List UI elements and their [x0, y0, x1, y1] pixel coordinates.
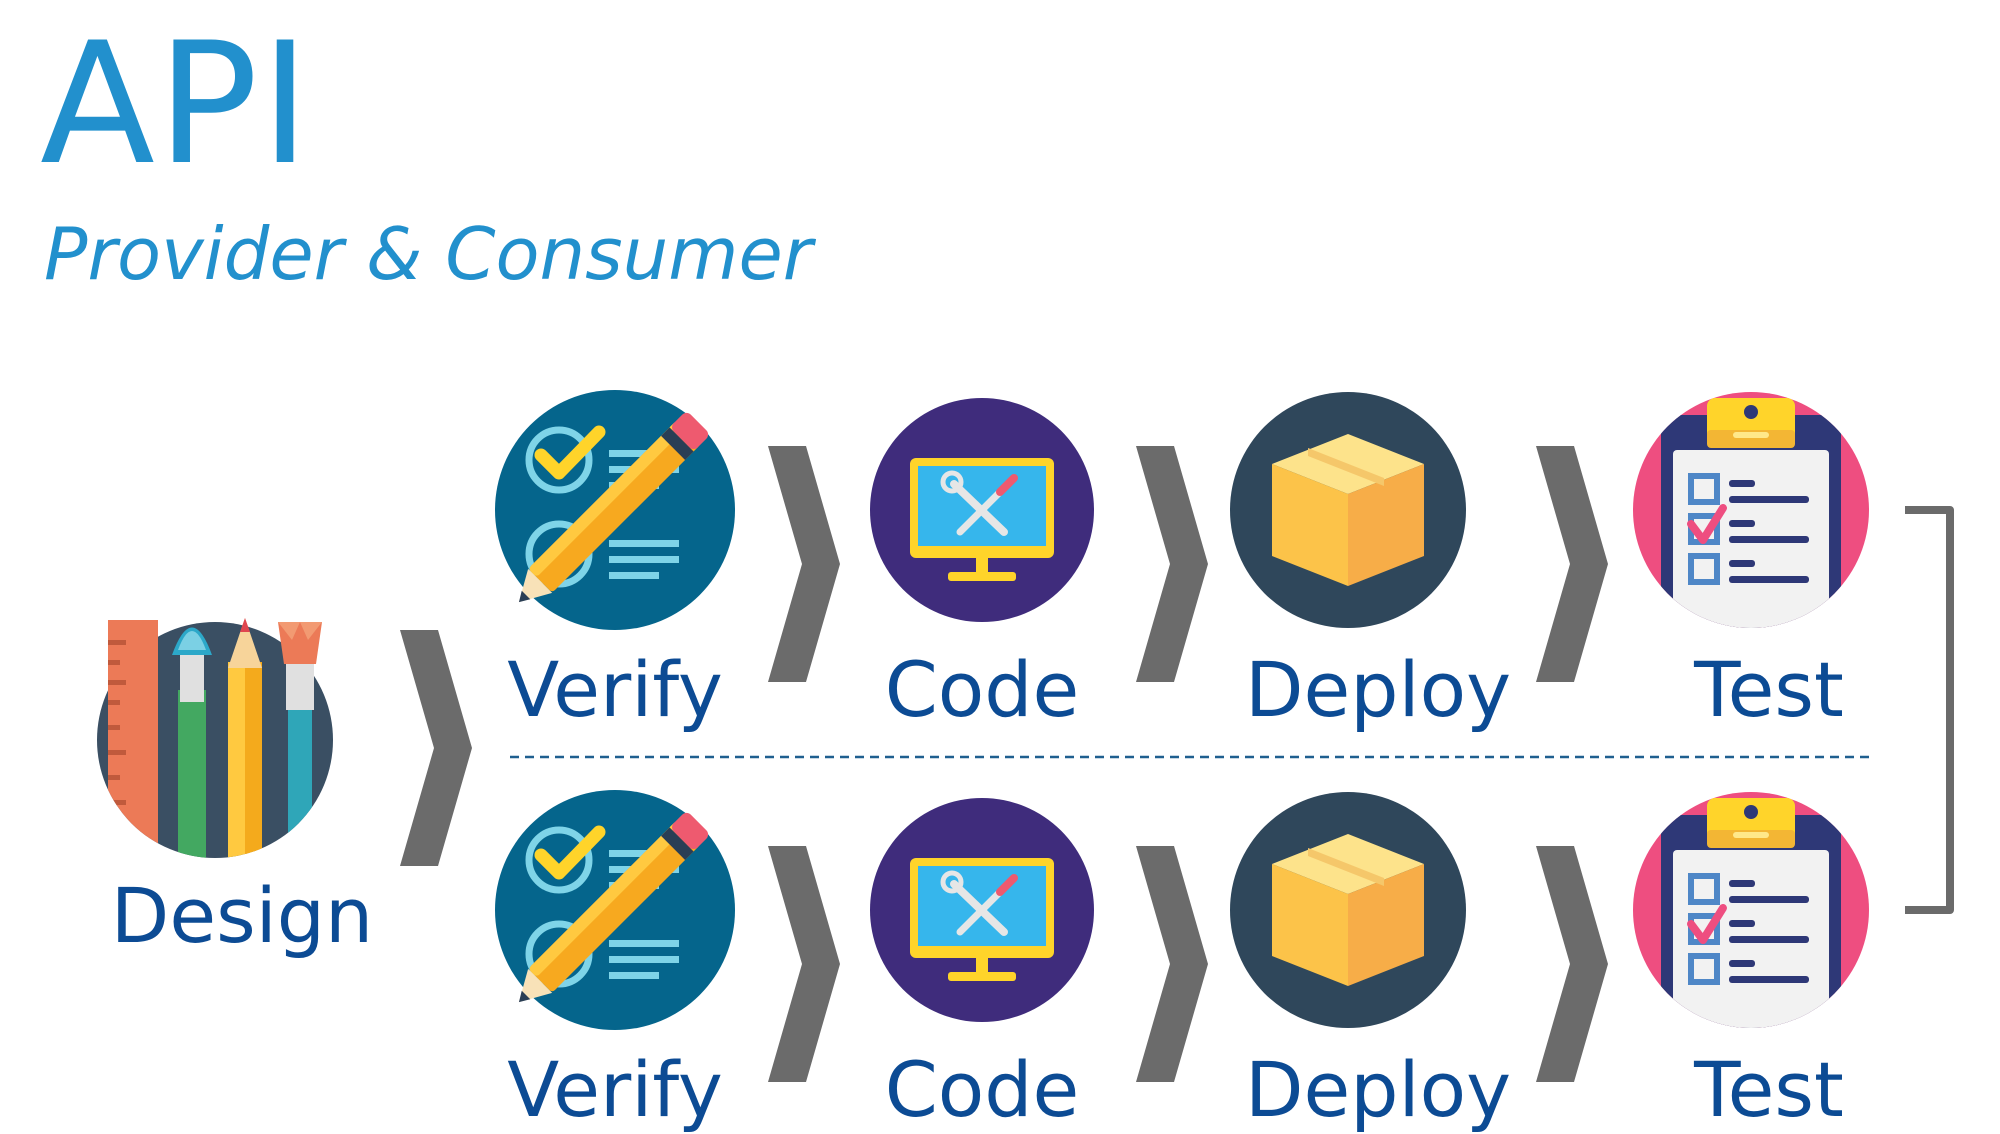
- arrow-chevron-icon: [1136, 446, 1208, 682]
- verify-checklist-icon: [495, 390, 735, 630]
- test-clipboard-icon: [1633, 792, 1869, 1055]
- step-label-test: Test: [1694, 645, 1844, 734]
- arrow-chevron-icon: [1136, 846, 1208, 1082]
- verify-checklist-icon: [495, 790, 735, 1030]
- deploy-box-icon: [1230, 392, 1466, 628]
- arrow-chevron-icon: [1536, 446, 1608, 682]
- step-label-verify: Verify: [507, 1045, 723, 1134]
- arrow-chevron-icon: [768, 846, 840, 1082]
- test-bracket: [1905, 506, 1954, 914]
- arrow-chevron-icon: [1536, 846, 1608, 1082]
- page-subtitle: Provider & Consumer: [44, 212, 813, 296]
- design-icon: [97, 618, 333, 858]
- step-label-design: Design: [110, 871, 374, 960]
- step-label-code: Code: [884, 645, 1080, 734]
- step-label-test: Test: [1694, 1045, 1844, 1134]
- step-label-verify: Verify: [507, 645, 723, 734]
- page-title: API: [40, 6, 312, 202]
- deploy-box-icon: [1230, 792, 1466, 1028]
- test-clipboard-icon: [1633, 392, 1869, 655]
- code-monitor-icon: [870, 798, 1094, 1022]
- arrow-chevron-icon: [400, 630, 472, 866]
- arrow-chevron-icon: [768, 446, 840, 682]
- step-label-deploy: Deploy: [1244, 645, 1512, 734]
- step-label-code: Code: [884, 1045, 1080, 1134]
- code-monitor-icon: [870, 398, 1094, 622]
- step-label-deploy: Deploy: [1244, 1045, 1512, 1134]
